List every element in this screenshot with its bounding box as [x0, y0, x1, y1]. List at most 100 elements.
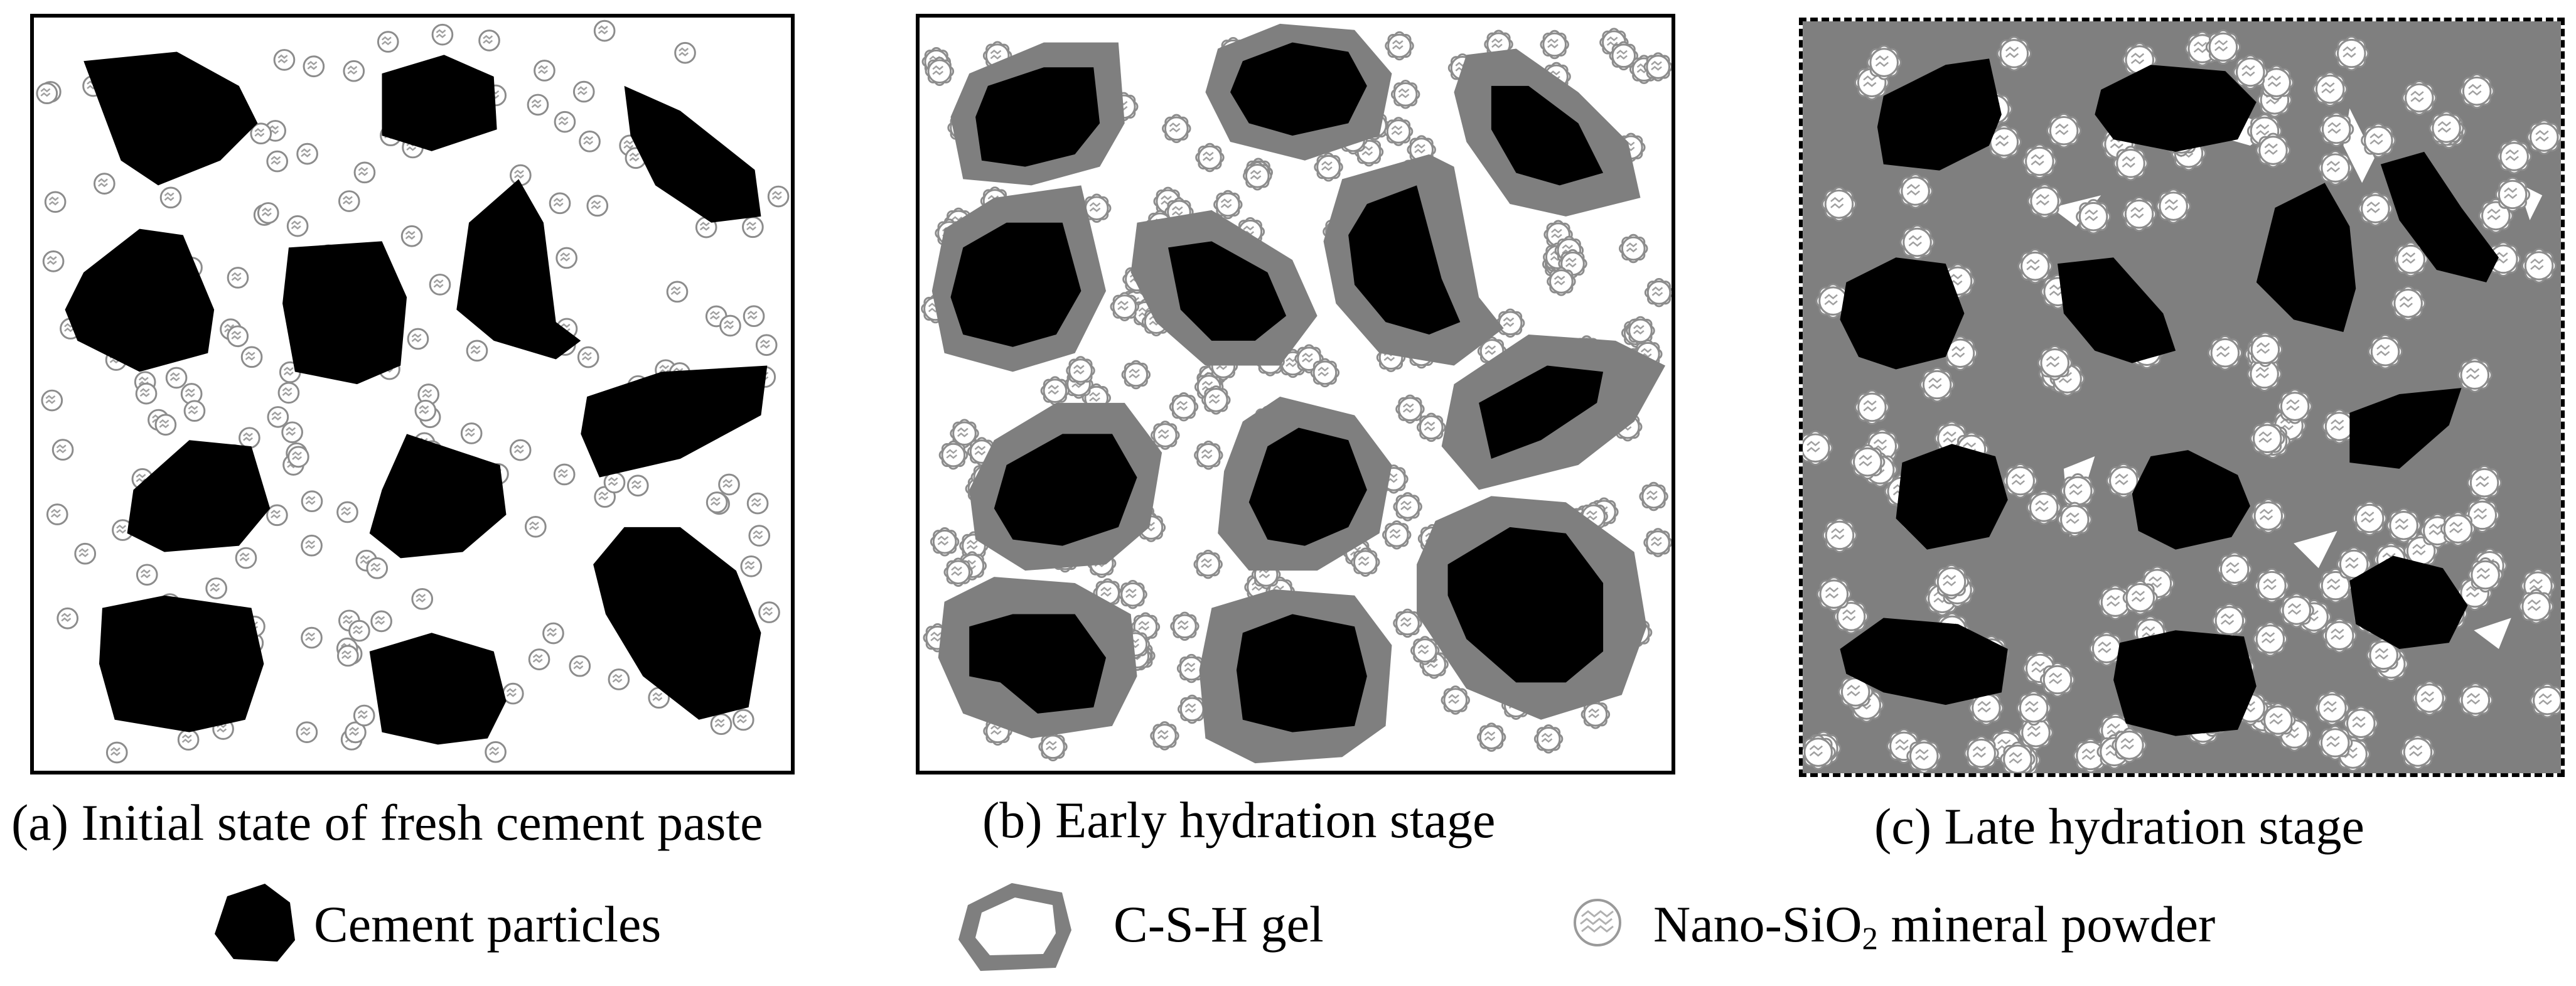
nano-sio2-particle	[250, 122, 272, 145]
panel-c-drawing	[1803, 21, 2561, 773]
nano-sio2-particle	[1599, 28, 1629, 57]
nano-sio2-particle	[2002, 463, 2038, 499]
nano-sio2-particle	[2247, 331, 2283, 367]
nano-sio2-particle	[1383, 117, 1414, 146]
cement-particle	[994, 434, 1137, 546]
nano-sio2-particle	[2467, 557, 2503, 593]
nano-sio2-particle	[2113, 146, 2149, 181]
nano-sio2-particle	[2233, 54, 2268, 90]
nano-sio2-particle	[240, 346, 263, 368]
nano-sio2-particle	[1626, 316, 1655, 346]
nano-sio2-particle	[353, 161, 376, 184]
nano-sio2-particle	[466, 340, 488, 362]
nano-sio2-particle	[303, 55, 325, 78]
nano-sio2-particle	[2278, 592, 2314, 628]
panel-c-caption: (c) Late hydration stage	[1874, 798, 2364, 855]
nano-sio2-particle	[1822, 517, 1858, 553]
nano-sio2-particle	[2428, 110, 2464, 146]
nano-sio2-particle	[2457, 357, 2493, 393]
nano-sio2-particle	[1410, 636, 1440, 665]
nano-sio2-particle	[277, 382, 300, 404]
nano-sio2-particle	[136, 564, 158, 586]
nano-sio2-particle	[718, 473, 740, 496]
nano-sio2-label: Nano-SiO2 mineral powder	[1653, 899, 2215, 955]
nano-sio2-particle	[2255, 132, 2291, 168]
nano-sio2-particle	[509, 439, 532, 461]
panel-b-early-hydration	[916, 14, 1675, 774]
nano-sio2-particle	[2039, 662, 2076, 698]
panel-a-initial-state	[30, 14, 795, 774]
nano-sio2-particle	[967, 437, 997, 466]
pore-crack	[2474, 618, 2511, 649]
nano-sio2-particle	[1385, 31, 1414, 61]
panel-b-drawing	[921, 23, 1672, 764]
nano-sio2-particle	[205, 577, 227, 599]
nano-sio2-particle	[478, 29, 500, 51]
cement-particle	[83, 51, 258, 186]
nano-sio2-particle	[1866, 45, 1902, 80]
cement-particle	[593, 527, 761, 720]
cement-particle	[2113, 630, 2257, 736]
nano-sio2-particle	[2459, 73, 2495, 109]
nano-sio2-particle	[2526, 119, 2561, 155]
nano-sio2-particle	[1243, 161, 1272, 191]
nano-sio2-particle	[2496, 139, 2532, 174]
nano-sio2-particle	[1484, 29, 1513, 59]
nano-sio2-particle	[510, 164, 532, 186]
nano-sio2-particle	[2521, 248, 2557, 284]
nano-sio2-particle	[554, 110, 576, 133]
nano-sio2-particle	[1038, 732, 1068, 762]
nano-sio2-particle	[1540, 29, 1569, 60]
nano-sio2-particle	[666, 281, 689, 303]
nano-sio2-particle	[74, 542, 97, 565]
nano-sio2-particle	[1441, 685, 1470, 715]
nano-sio2-particle	[2155, 188, 2191, 224]
nano-sio2-particle	[1393, 492, 1422, 522]
nano-sio2-particle	[239, 427, 260, 449]
nano-sio2-particle	[1194, 441, 1223, 470]
nano-sio2-particle	[1619, 233, 1648, 264]
cement-particle	[1840, 257, 1965, 370]
nano-sio2-particle	[534, 60, 555, 82]
cement-particles	[950, 42, 1604, 732]
nano-sio2-particle	[2217, 551, 2253, 587]
nano-sio2-particle	[549, 192, 571, 215]
nano-sio2-particle	[943, 557, 973, 587]
nano-sio2-particle	[257, 202, 279, 224]
nano-sio2-particle	[755, 334, 778, 356]
nano-sio2-particle	[1986, 124, 2022, 160]
nano-sio2-particle	[431, 23, 454, 46]
cement-particle	[2057, 257, 2176, 363]
cement-particle	[2380, 151, 2499, 282]
csh-gel-label: C-S-H gel	[1114, 896, 1324, 953]
nano-sio2-particle	[2322, 618, 2358, 653]
nano-sio2-particle	[603, 471, 626, 494]
nano-sio2-particle	[2390, 286, 2426, 321]
nano-sio2-particle	[165, 367, 188, 389]
nano-sio2-particle	[36, 82, 58, 105]
nano-sio2-particle	[1416, 412, 1446, 442]
nano-sio2-particle	[1963, 736, 1999, 771]
nano-sio2-particle	[273, 49, 296, 71]
cement-particle	[1447, 527, 1604, 683]
nano-sio2-particle	[528, 648, 550, 670]
nano-sio2-particle	[287, 446, 309, 468]
cement-particle	[1840, 618, 2008, 705]
nano-sio2-particle	[1382, 520, 1412, 550]
nano-sio2-particle	[1040, 376, 1070, 405]
nano-sio2-particle	[2518, 589, 2554, 624]
nano-sio2-particle	[743, 305, 765, 328]
nano-sio2-particle	[1543, 220, 1573, 249]
nano-sio2-particle	[2312, 72, 2348, 107]
cement-particle	[1491, 85, 1604, 186]
nano-sio2-particle	[2440, 511, 2476, 547]
nano-sio2-particle	[154, 414, 177, 436]
nano-sio2-particle	[1201, 385, 1231, 415]
nano-sio2-particle	[2017, 249, 2053, 284]
nano-sio2-particle	[2106, 463, 2142, 498]
cement-particle	[1896, 444, 2008, 550]
nano-sio2-particle	[2207, 335, 2243, 371]
nano-sio2-particle	[2343, 705, 2379, 741]
nano-sio2-particle	[429, 274, 451, 296]
nano-sio2-particle	[1850, 444, 1886, 480]
